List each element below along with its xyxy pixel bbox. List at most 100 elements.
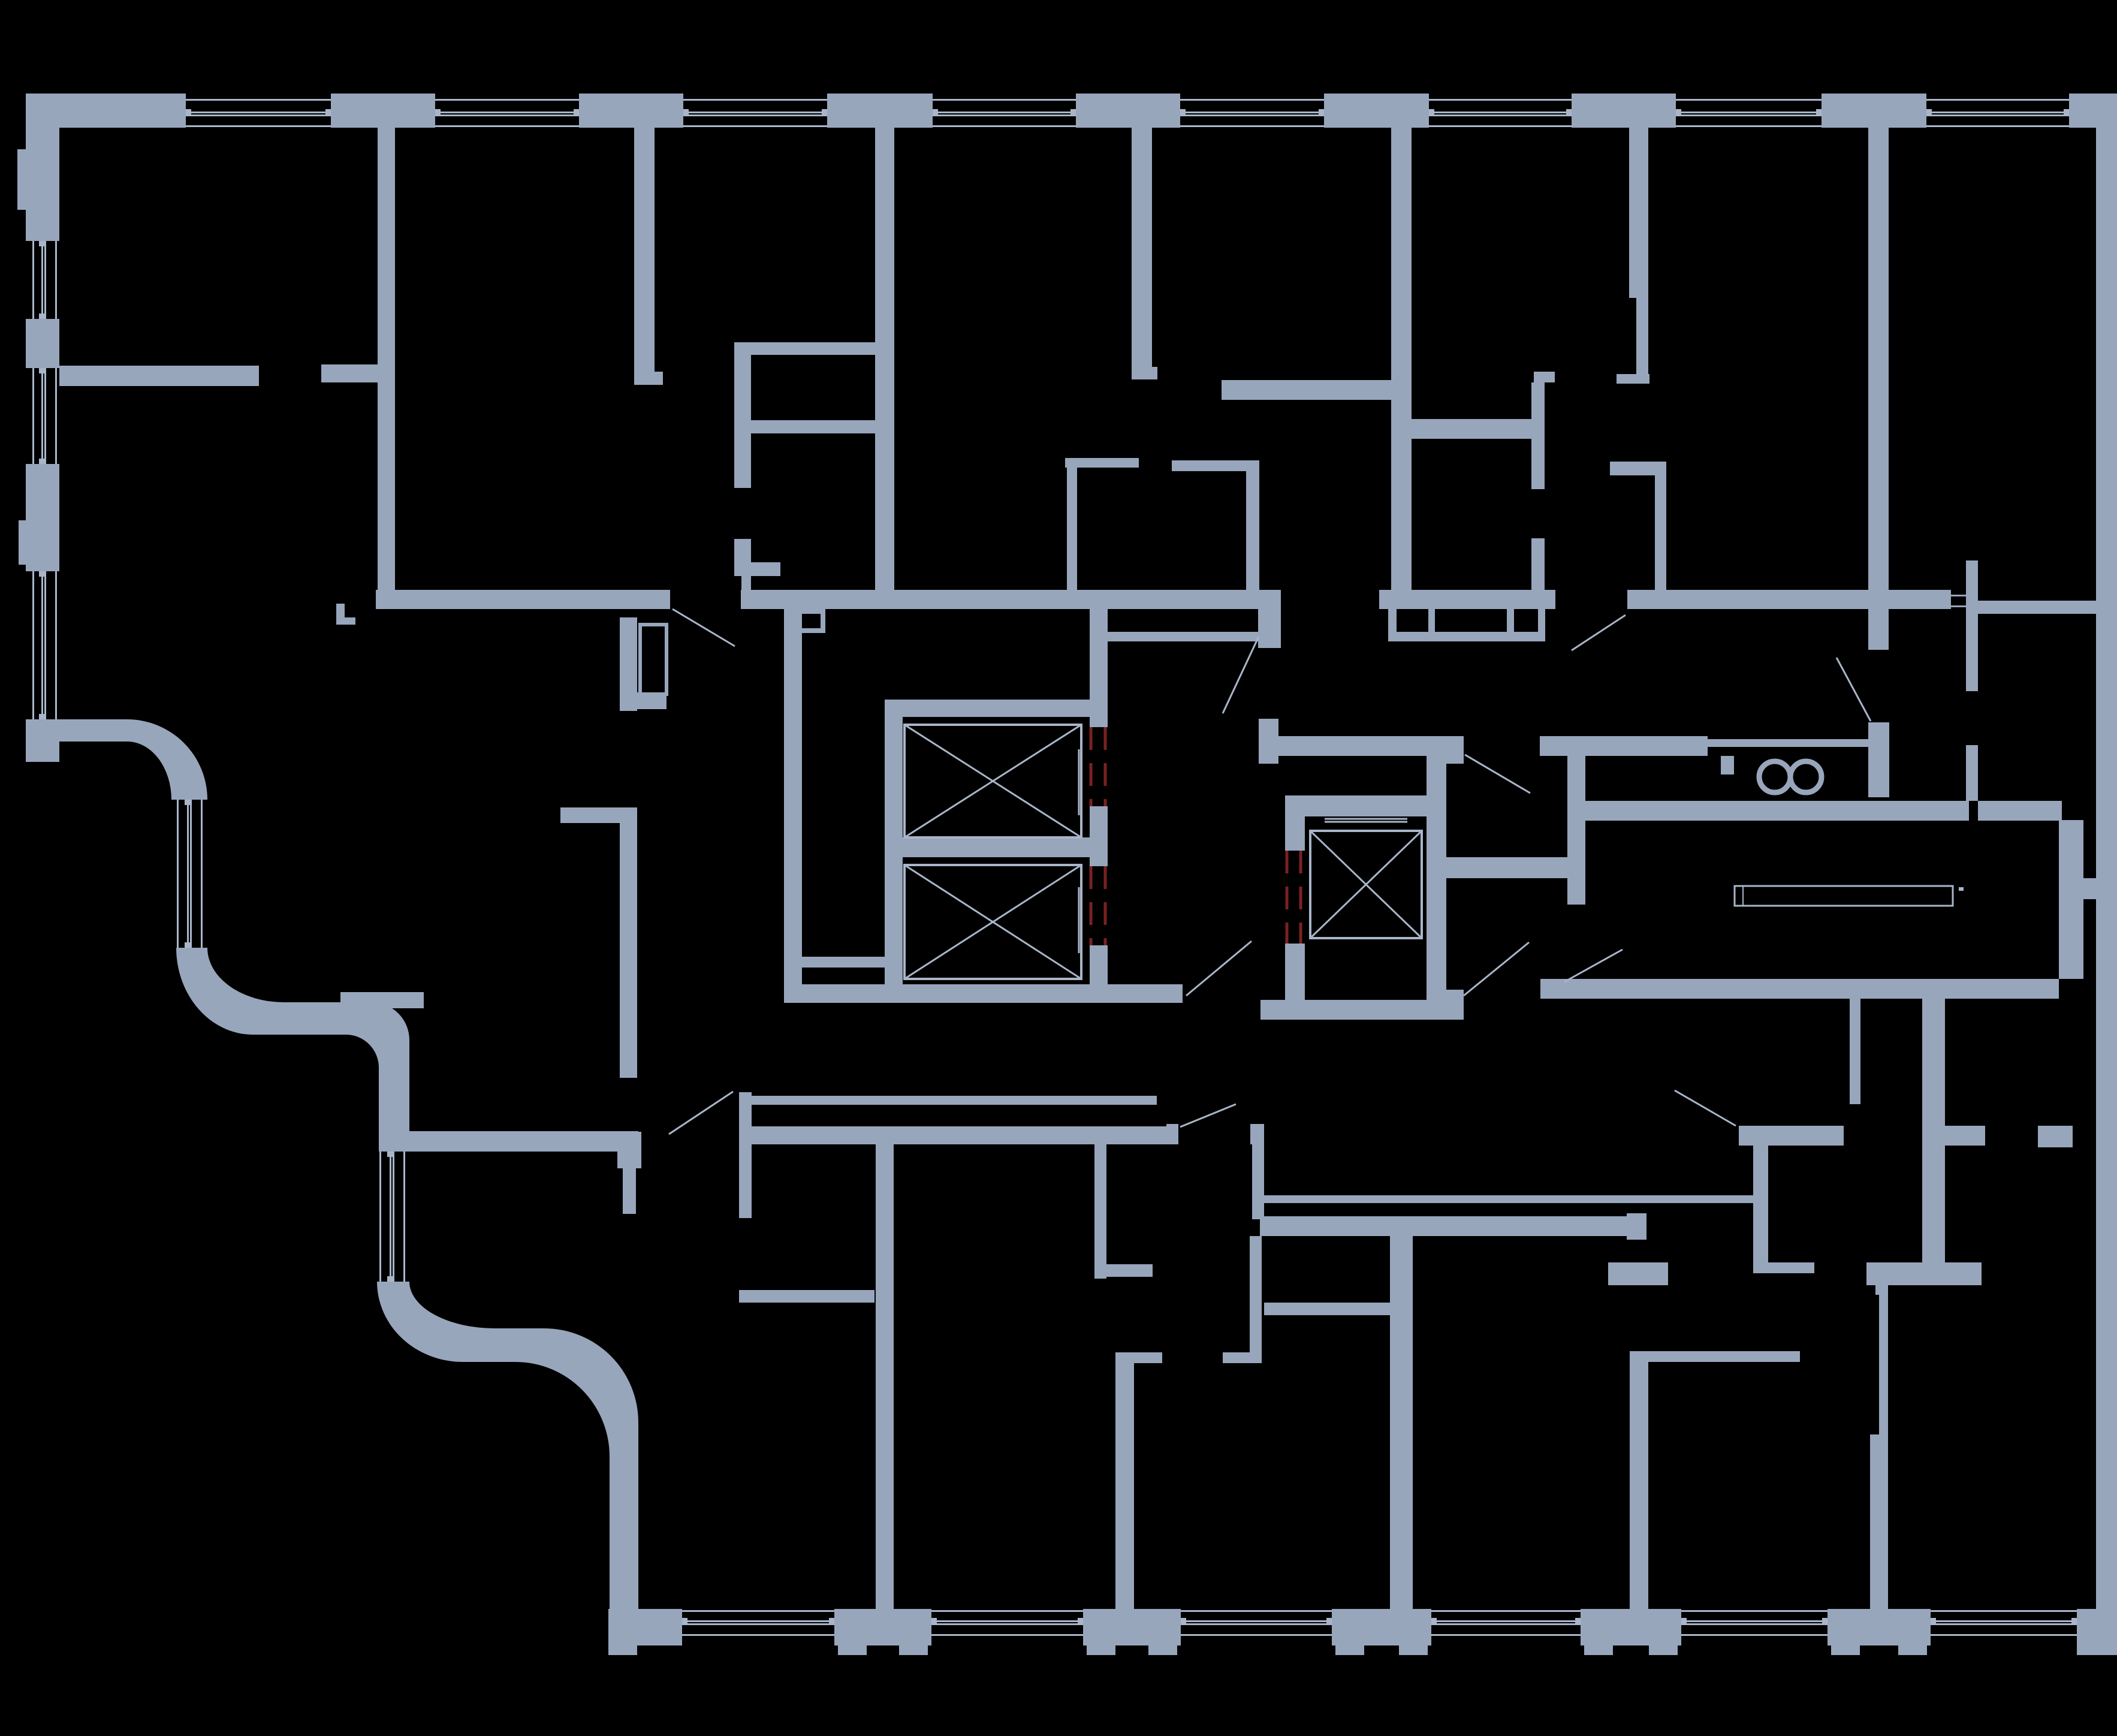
wall-segment [1850, 999, 1860, 1104]
wall-segment [741, 576, 751, 604]
window-glazing-line [435, 114, 579, 116]
wall-segment [1412, 419, 1534, 439]
wall-segment [26, 94, 59, 241]
door-swing-line [1571, 614, 1626, 652]
wall-segment [19, 520, 27, 565]
window-end-block [186, 109, 191, 116]
wall-segment [1223, 1352, 1250, 1363]
window-glazing-line [1681, 1623, 1828, 1625]
wall-segment [1106, 632, 1258, 641]
curved-wall-segment [377, 1282, 638, 1609]
window-glazing-line [190, 800, 192, 948]
window-end-block [39, 368, 46, 373]
wall-segment [1868, 722, 1889, 797]
wall-segment [876, 1144, 894, 1609]
wall-segment [1822, 94, 1926, 128]
wall-segment [1258, 609, 1281, 648]
wall-segment [1388, 632, 1545, 641]
wall-segment [802, 609, 825, 614]
window-glazing-line [931, 1623, 1083, 1625]
wardrobe-dot [1959, 887, 1964, 891]
wall-segment [1753, 1146, 1768, 1262]
window-glazing-line [1926, 99, 2069, 101]
wall-segment [1866, 1262, 1982, 1285]
wall-segment [2077, 1609, 2117, 1645]
window-end-block [829, 1618, 834, 1625]
door-swing-line [1674, 1089, 1736, 1127]
door-swing-line [1463, 941, 1530, 997]
wall-segment [1630, 1362, 1648, 1609]
wall-segment [1065, 458, 1139, 468]
door-swing-line [672, 608, 735, 647]
window-glazing-line [186, 125, 331, 127]
wall-segment [2069, 94, 2117, 128]
window-glazing-line [682, 1620, 834, 1622]
wall-segment [1446, 857, 1567, 878]
window-glazing-line [41, 368, 43, 464]
window-glazing-line [1676, 111, 1822, 113]
window-glazing-line [1181, 1623, 1332, 1625]
window-glazing-line [1681, 1634, 1828, 1636]
elevator-cross-line [904, 864, 1082, 980]
window-end-block [822, 109, 827, 116]
wall-segment [885, 837, 1090, 857]
window-end-block [2071, 1618, 2077, 1625]
window-end-block [1429, 109, 1434, 116]
wall-segment [1898, 1645, 1927, 1655]
window-glazing-line [379, 1152, 381, 1282]
window-end-block [185, 800, 192, 805]
wall-segment [1132, 367, 1157, 379]
window-glazing-line [931, 1634, 1083, 1636]
window-end-block [1816, 109, 1822, 116]
window-glazing-line [177, 800, 179, 948]
wall-segment [741, 590, 1281, 609]
window-end-block [1070, 109, 1076, 116]
window-end-block [1822, 1618, 1828, 1625]
wall-segment [743, 1126, 1178, 1144]
wall-segment [1166, 1124, 1178, 1144]
wall-segment [802, 628, 825, 633]
window-glazing-line [1180, 99, 1324, 101]
wall-segment [1379, 590, 1555, 609]
window-glazing-line [1931, 1634, 2077, 1636]
elevator-cab [1309, 830, 1423, 939]
wall-segment [1540, 979, 2059, 999]
window-glazing-line [1681, 1620, 1828, 1622]
wall-segment [1428, 609, 1435, 632]
window-end-block [387, 1276, 394, 1282]
wall-segment [409, 1131, 638, 1152]
wall-segment [827, 94, 933, 128]
window-end-block [39, 241, 46, 246]
window-glazing-line [1181, 1610, 1332, 1612]
window-glazing-line [933, 111, 1076, 113]
window-glazing-line [1676, 114, 1822, 116]
window-glazing-line [1431, 1634, 1581, 1636]
wall-segment [376, 590, 670, 609]
wall-segment [634, 128, 655, 382]
window-end-block [39, 459, 46, 464]
wall-segment [1828, 1609, 1931, 1645]
wall-segment [1076, 94, 1180, 128]
window-glazing-line [1431, 1610, 1581, 1612]
window-end-block [1181, 1618, 1186, 1625]
window-glazing-line [683, 111, 827, 113]
wall-segment [1950, 605, 1967, 607]
window-end-block [1575, 1618, 1581, 1625]
window-glazing-line [1926, 125, 2069, 127]
wall-segment [1106, 1264, 1153, 1277]
wall-segment [2059, 878, 2096, 899]
wall-segment [1608, 1262, 1668, 1285]
window-glazing-line [931, 1620, 1083, 1622]
door-swing-line [1835, 657, 1872, 722]
wall-segment [1739, 1126, 1844, 1146]
wall-segment [1067, 468, 1077, 592]
fixtures-layer [1733, 758, 1964, 907]
wall-segment [1332, 1609, 1431, 1645]
wall-segment [1538, 609, 1545, 632]
wall-segment [1627, 1213, 1646, 1240]
wall-segment [734, 562, 780, 576]
window-glazing-line [682, 1634, 834, 1636]
wall-segment [1708, 739, 1868, 747]
window-end-block [1326, 1618, 1332, 1625]
window-end-block [1681, 1618, 1687, 1625]
